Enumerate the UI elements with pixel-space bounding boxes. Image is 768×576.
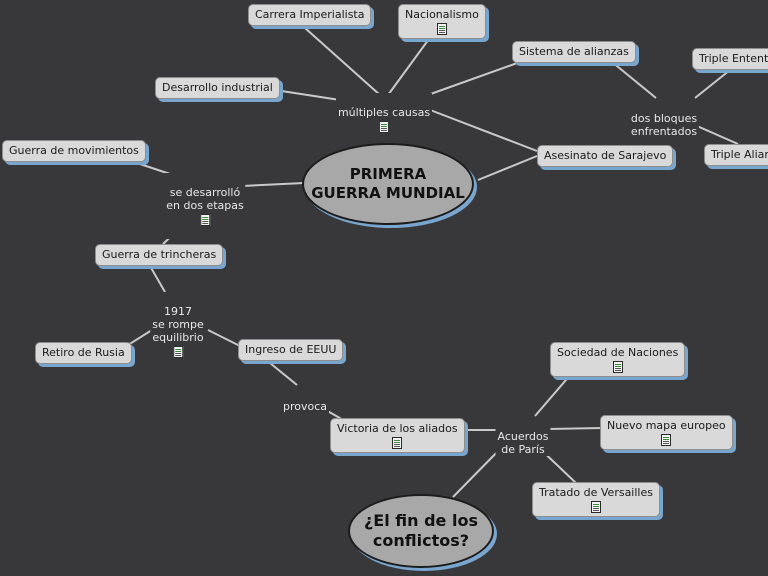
line-acuerdos-mapa (547, 427, 603, 430)
concept-nacionalismo[interactable]: Nacionalismo (398, 4, 486, 39)
concept-label: Triple Alianza (711, 148, 768, 161)
link-text: 1917 se rompe equilibrio (152, 305, 204, 344)
concept-sistema-de-alianzas[interactable]: Sistema de alianzas (512, 41, 636, 63)
link-label-dos-bloques: dos bloques enfrentados (628, 99, 700, 138)
concept-label: Sistema de alianzas (519, 45, 629, 58)
concept-label: Retiro de Rusia (42, 346, 125, 359)
central-concept-primera-guerra-mundial[interactable]: PRIMERA GUERRA MUNDIAL (302, 143, 474, 225)
link-label-acuerdos-paris: Acuerdos de París (495, 417, 551, 456)
link-text: múltiples causas (337, 106, 431, 119)
concept-label: Tratado de Versailles (539, 486, 653, 499)
line-causas-sarajevo (424, 107, 538, 152)
line-central-sarajevo (477, 155, 538, 181)
concept-retiro-de-rusia[interactable]: Retiro de Rusia (35, 342, 132, 364)
link-text: provoca (282, 400, 328, 413)
link-label-multiples-causas: múltiples causas (335, 93, 433, 146)
link-label-provoca: provoca (280, 387, 330, 413)
concept-triple-entente[interactable]: Triple Entente (692, 48, 768, 70)
concept-nuevo-mapa-europeo[interactable]: Nuevo mapa europeo (600, 415, 733, 450)
concept-label: Desarrollo industrial (162, 81, 273, 94)
concept-ingreso-de-eeuu[interactable]: Ingreso de EEUU (238, 339, 344, 361)
link-text: dos bloques enfrentados (630, 112, 698, 138)
concept-label: Guerra de movimientos (9, 144, 139, 157)
central-concept-title: PRIMERA GUERRA MUNDIAL (311, 165, 465, 202)
line-bloques-alianza (696, 125, 739, 145)
note-icon[interactable] (661, 434, 672, 446)
concept-label: Triple Entente (699, 52, 768, 65)
concept-label: Victoria de los aliados (337, 422, 458, 435)
concept-victoria-de-los-aliados[interactable]: Victoria de los aliados (330, 418, 465, 453)
line-causas-carrera (304, 27, 381, 96)
line-equilibrio-eeuu (207, 329, 241, 347)
link-text: Acuerdos de París (497, 430, 549, 456)
line-movimientos-etapas (127, 159, 171, 175)
concept-label: Asesinato de Sarajevo (544, 149, 667, 162)
link-label-1917-equilibrio: 1917 se rompe equilibrio (150, 292, 206, 371)
concept-triple-alianza[interactable]: Triple Alianza (704, 144, 768, 166)
line-causas-alianzas (424, 61, 521, 97)
link-text: se desarrolló en dos etapas (166, 186, 244, 212)
concept-label: Nuevo mapa europeo (607, 419, 726, 432)
line-causas-nacionalismo (387, 27, 438, 96)
note-icon[interactable] (199, 214, 210, 226)
concept-label: Carrera Imperialista (255, 8, 365, 21)
line-eeuu-provoca (269, 362, 298, 386)
line-etapas-central (241, 182, 305, 187)
concept-sociedad-de-naciones[interactable]: Sociedad de Naciones (550, 342, 686, 377)
concept-guerra-de-trincheras[interactable]: Guerra de trincheras (95, 244, 224, 266)
concept-label: Nacionalismo (405, 8, 479, 21)
concept-tratado-de-versailles[interactable]: Tratado de Versailles (532, 482, 660, 517)
line-alianzas-bloques (611, 61, 657, 99)
link-label-dos-etapas: se desarrolló en dos etapas (164, 173, 246, 239)
note-icon[interactable] (612, 361, 623, 373)
concept-guerra-de-movimientos[interactable]: Guerra de movimientos (2, 140, 146, 162)
closing-concept-fin-de-los-conflictos[interactable]: ¿El fin de los conflictos? (348, 494, 494, 568)
concept-desarrollo-industrial[interactable]: Desarrollo industrial (155, 77, 280, 99)
line-trincheras-equilibrio (149, 265, 166, 293)
note-icon[interactable] (590, 501, 601, 513)
note-icon[interactable] (378, 121, 389, 133)
line-bloques-entente (694, 69, 731, 99)
note-icon[interactable] (172, 346, 183, 358)
note-icon[interactable] (392, 437, 403, 449)
concept-carrera-imperialista[interactable]: Carrera Imperialista (248, 4, 372, 26)
concept-asesinato-de-sarajevo[interactable]: Asesinato de Sarajevo (537, 145, 674, 167)
note-icon[interactable] (436, 23, 447, 35)
concept-label: Sociedad de Naciones (557, 346, 679, 359)
closing-concept-title: ¿El fin de los conflictos? (364, 511, 478, 550)
concept-label: Guerra de trincheras (102, 248, 217, 261)
concept-label: Ingreso de EEUU (245, 343, 337, 356)
